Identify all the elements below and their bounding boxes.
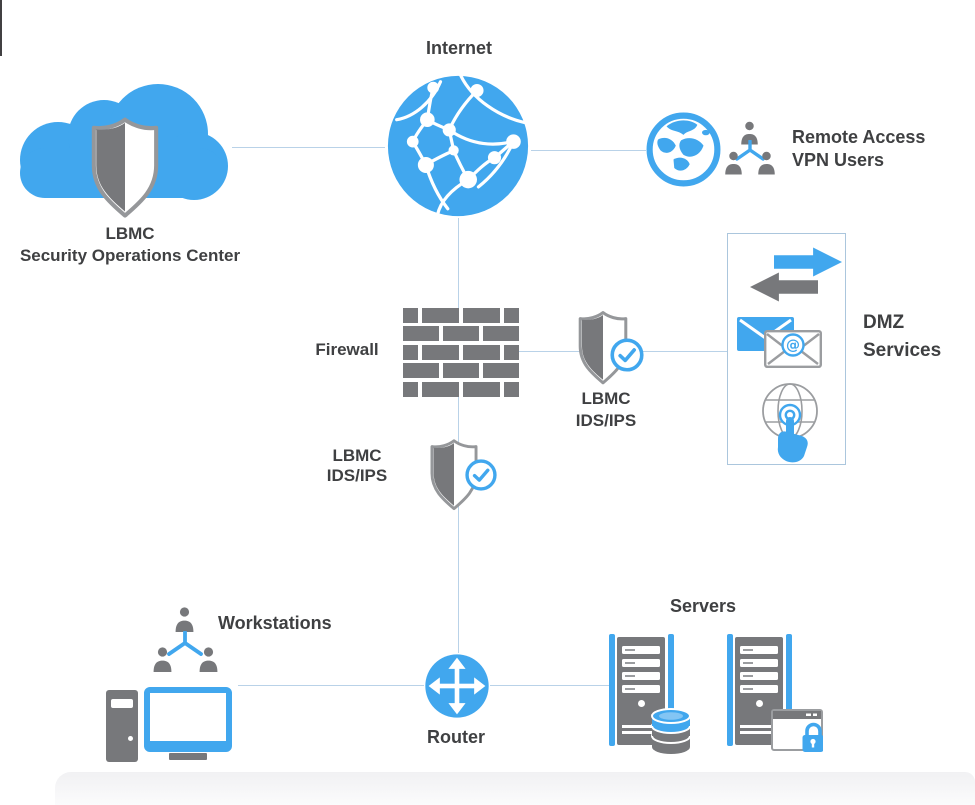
person-icon [721,146,746,179]
connector-router-servers [490,685,609,686]
shield-icon [84,116,166,220]
person-icon [195,641,222,677]
ids-internal-label-line2: IDS/IPS [326,466,388,485]
router-icon [425,654,489,718]
connector-workstations-router [238,685,424,686]
connector-firewall-router [458,396,459,653]
desktop-tower-icon [106,690,138,762]
internet-label: Internet [425,38,493,58]
bottom-surface [55,772,975,805]
monitor-icon [144,687,232,752]
connector-soc-internet [232,147,385,148]
ids-dmz-label-line2: IDS/IPS [575,411,637,430]
soc-label-line2: Security Operations Center [19,246,241,265]
network-y-connector-icon [167,631,203,656]
ids-dmz-label-line1: LBMC [581,389,631,408]
monitor-stand [169,753,207,760]
firewall-label: Firewall [315,340,379,359]
servers-label: Servers [669,596,737,616]
check-circle-icon [464,458,498,492]
arrow-right-icon [774,247,842,277]
router-label: Router [427,727,485,747]
earth-globe-icon [646,112,721,187]
envelope-at-icon: @ [764,330,822,368]
server-tower-icon [727,634,792,746]
internet-globe-icon [387,74,529,217]
connector-internet-firewall [458,218,459,309]
arrow-left-icon [750,272,818,302]
dmz-label-line2: Services [863,340,942,361]
secure-window-lock-icon [771,709,823,752]
firewall-icon [403,308,519,397]
soc-label-line1: LBMC [105,224,155,243]
edge-mark [0,0,2,56]
ids-internal-label-line1: LBMC [332,446,382,465]
vpn-label-line1: Remote Access [792,127,926,147]
vpn-label-line2: VPN Users [792,150,885,170]
person-icon [754,146,779,179]
database-icon [651,708,691,754]
check-circle-icon [609,337,645,373]
web-touch-icon [762,383,818,463]
dmz-label-line1: DMZ [863,312,905,333]
connector-internet-vpn [531,150,646,151]
network-y-connector-icon [735,140,765,161]
person-icon [149,641,176,677]
workstations-label: Workstations [218,613,332,633]
at-symbol: @ [786,338,800,354]
